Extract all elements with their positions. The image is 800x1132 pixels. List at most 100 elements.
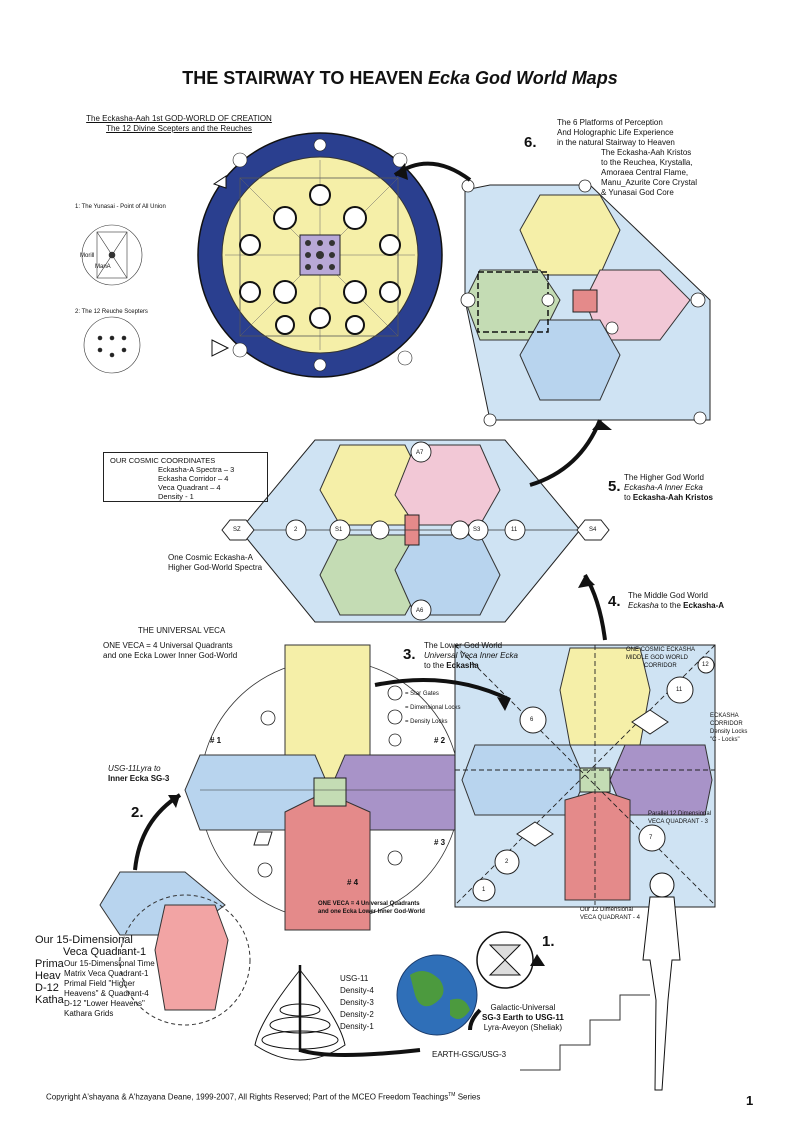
platform-octagon: [460, 179, 711, 427]
step6-line: The 6 Platforms of Perception: [557, 118, 663, 127]
veca-subheading: ONE VECA = 4 Universal Quadrants and one…: [103, 641, 237, 661]
yunasai-label: 1: The Yunasai - Point of All Union: [75, 204, 166, 210]
eckasha-circle-7: 7: [649, 835, 653, 841]
step-4-description: The Middle God World Eckasha to the Ecka…: [628, 591, 724, 611]
coords-line: Veca Quadrant – 4: [158, 483, 221, 492]
step6-line: to the Reuchea, Krystalla,: [601, 158, 693, 167]
cosmic-coordinates-box: OUR COSMIC COORDINATES Eckasha-A Spectra…: [103, 452, 268, 502]
god-world-heading: The Eckasha-Aah 1st GOD-WORLD OF CREATIO…: [74, 114, 284, 134]
coords-heading: OUR COSMIC COORDINATES: [110, 456, 216, 465]
veca-legend: = Star Gates = Dimensional Locks = Densi…: [405, 690, 461, 726]
step-1-description: Galactic-Universal SG-3 Earth to USG-11 …: [482, 1003, 564, 1033]
copyright-text: Copyright A'shayana & A'hzayana Deane, 1…: [46, 1092, 449, 1102]
step-6-number: 6.: [524, 134, 537, 151]
eckasha-bottom-2: VECA QUADRANT - 4: [580, 915, 640, 921]
quadrant-big-5: D-12: [35, 982, 59, 994]
spectra-label-s1: S1: [335, 527, 343, 533]
veca-bottom-1: ONE VECA = 4 Universal Quadrants: [318, 901, 420, 907]
step2-line1: USG-11Lyra to: [108, 764, 161, 773]
eckasha-heading-2: MIDDLE GOD WORLD: [626, 655, 689, 661]
page-title: THE STAIRWAY TO HEAVEN Ecka God World Ma…: [0, 68, 800, 89]
step-3-description: The Lower God World Universal Veca Inner…: [424, 641, 518, 671]
god-world-line2: The 12 Divine Scepters and the Reuches: [106, 124, 252, 133]
eckasha-circle-12: 12: [702, 662, 709, 668]
eckasha-bottom-label: Our 12 Dimensional VECA QUADRANT - 4: [580, 906, 640, 922]
eckasha-heading-1: ONE COSMIC ECKASHA: [626, 647, 696, 653]
density-item: Density-2: [340, 1010, 374, 1019]
step5-line1: The Higher God World: [624, 473, 704, 482]
step5-line2: Eckasha-A Inner Ecka: [624, 483, 703, 492]
corridor-note-line: CORRIDOR: [710, 721, 743, 727]
veca-bottom-2: and one Ecka Lower Inner God-World: [318, 909, 425, 915]
universal-veca: [184, 644, 471, 931]
step-6-description: The 6 Platforms of Perception And Hologr…: [557, 118, 727, 198]
quadrant-small-line: D-12 "Lower Heavens": [64, 999, 145, 1008]
step3-line3a: to the: [424, 661, 447, 670]
quadrant-big-3: Prima: [35, 958, 64, 970]
eckasha-circle-1: 1: [482, 887, 486, 893]
spectra-label-a6: A6: [416, 608, 424, 614]
quadrant-small-caption: Our 15-Dimensional Time Matrix Veca Quad…: [64, 959, 155, 1019]
spectra-caption: One Cosmic Eckasha-A Higher God-World Sp…: [168, 553, 262, 573]
veca-quadrant-2-label: # 2: [434, 736, 446, 745]
step6-line: Manu_Azurite Core Crystal: [601, 178, 698, 187]
density-bell: [254, 965, 346, 1061]
veca-line2: and one Ecka Lower Inner God-World: [103, 651, 238, 660]
stairs: [520, 994, 650, 1071]
legend-star-gates: = Star Gates: [405, 691, 439, 697]
density-item: Density-1: [340, 1022, 374, 1031]
step-4-number: 4.: [608, 593, 621, 610]
step-2-description: USG-11Lyra to Inner Ecka SG-3: [108, 764, 169, 784]
step6-line: And Holographic Life Experience: [557, 128, 674, 137]
earth-label: EARTH-GSG/USG-3: [432, 1050, 507, 1059]
step4-line1: The Middle God World: [628, 591, 708, 600]
quadrant-big-4: Heav: [35, 970, 61, 982]
footer-copyright: Copyright A'shayana & A'hzayana Deane, 1…: [46, 1092, 480, 1102]
step6-line: & Yunasai God Core: [601, 188, 674, 197]
eckasha-corridor: [454, 644, 716, 908]
eckasha-circle-2: 2: [505, 859, 509, 865]
step1-line1: Galactic-Universal: [490, 1003, 556, 1012]
quadrant-small-line: Matrix Veca Quadrant-1: [64, 969, 149, 978]
page-number: 1: [746, 1093, 754, 1108]
reuche-label: 2: The 12 Reuche Scepters: [75, 309, 148, 315]
veca-quadrant-4-label: # 4: [347, 878, 359, 887]
spectra-label-sz: SZ: [233, 527, 241, 533]
mana-label: ManA: [95, 264, 111, 270]
step6-line: The Eckasha-Aah Kristos: [601, 148, 692, 157]
spectra-hexagon: [221, 439, 610, 623]
coords-line: Density - 1: [158, 492, 194, 501]
series-text: Series: [455, 1092, 481, 1102]
step6-line: in the natural Stairway to Heaven: [557, 138, 675, 147]
step-5-number: 5.: [608, 478, 621, 495]
god-world-line1: The Eckasha-Aah 1st GOD-WORLD OF CREATIO…: [86, 114, 272, 123]
eckasha-circle-6: 6: [530, 717, 534, 723]
step5-line3b: Eckasha-Aah Kristos: [632, 493, 713, 502]
title-italic: Ecka God World Maps: [428, 68, 618, 88]
quadrant-small-line: Primal Field "Higher: [64, 979, 135, 988]
veca-heading: THE UNIVERSAL VECA: [138, 626, 226, 635]
step4-line2a: Eckasha: [628, 601, 659, 610]
legend-density-locks: = Density Locks: [405, 719, 448, 725]
step4-line2b: to the: [658, 601, 684, 610]
step-5-description: The Higher God World Eckasha-A Inner Eck…: [624, 473, 794, 503]
veca-quadrant-1: [99, 871, 251, 1026]
quadrant-small-line: Heavens" & Quadrant-4: [64, 989, 149, 998]
step1-line2: SG-3 Earth to USG-11: [482, 1013, 564, 1022]
coords-line: Eckasha-A Spectra – 3: [158, 465, 235, 474]
spectra-caption-2: Higher God-World Spectra: [168, 563, 263, 572]
earth-globe: [396, 954, 478, 1036]
step-2-number: 2.: [131, 804, 144, 821]
quadrant-big-6: Katha: [35, 994, 64, 1006]
eckasha-heading-3: CORRIDOR: [644, 663, 677, 669]
spectra-label-s4: S4: [589, 527, 597, 533]
coords-line: Eckasha Corridor – 4: [158, 474, 229, 483]
god-world-circle: [197, 132, 443, 378]
density-list: USG-11 Density-4 Density-3 Density-2 Den…: [340, 973, 374, 1033]
title-main: THE STAIRWAY TO HEAVEN: [182, 68, 428, 88]
morill-label: Morill: [80, 253, 95, 259]
step3-line1: The Lower God World: [424, 641, 503, 650]
yunasai-diagram: [81, 224, 143, 286]
reuche-scepters-diagram: [83, 316, 141, 374]
human-figure: [642, 872, 681, 1091]
